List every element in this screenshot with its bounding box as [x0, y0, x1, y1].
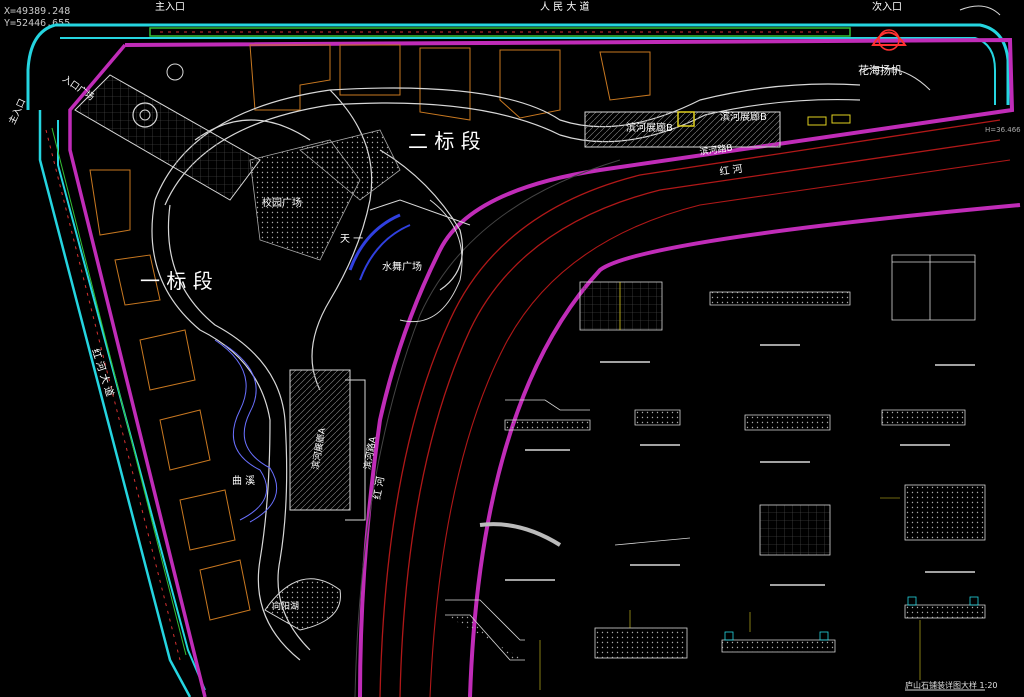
coordinate-x-readout: X=49389.248 [4, 6, 71, 17]
label-main-entrance-top: 主入口 [155, 1, 185, 13]
label-h-value: H=36.466 [985, 126, 1021, 134]
left-planting-strip [45, 127, 187, 661]
plan-labels: 主入口 人 民 大 道 次入口 主入口 入口广场 二 标 段 一 标 段 校园广… [6, 0, 1021, 612]
label-red-river-1: 红 河 [719, 162, 744, 178]
label-secondary-entrance: 次入口 [872, 0, 902, 13]
label-main-entrance-left: 主入口 [6, 97, 28, 127]
label-xiangyang: 向阳湖 [272, 600, 299, 612]
label-campus-square: 校园广场 [262, 196, 302, 209]
top-planting-strip [149, 27, 851, 37]
label-water-dance-square: 水舞广场 [382, 260, 422, 273]
label-tianyi: 天 一 [340, 234, 363, 245]
label-winding-stream: 曲 溪 [232, 475, 255, 487]
coordinate-y-readout: Y=52446.655 [4, 18, 71, 29]
gallery-b-blocks [584, 111, 851, 148]
label-gallery-b-2: 滨河展廊B [720, 110, 767, 123]
label-section-one: 一 标 段 [140, 269, 213, 293]
label-people-avenue: 人 民 大 道 [540, 0, 590, 13]
gallery-a-block [289, 369, 366, 521]
label-detail-caption: 庐山石铺装详图大样 1:20 [905, 680, 998, 690]
flower-sea-feature [859, 5, 1001, 91]
detail-drawings [445, 254, 986, 691]
south-round-plaza [264, 578, 341, 631]
detail-leaders [539, 497, 921, 690]
red-river [354, 119, 1011, 697]
label-gallery-b: 滨河展廊B [626, 121, 673, 134]
buildings [89, 44, 651, 621]
winding-stream [214, 339, 278, 523]
entrance-plaza [74, 63, 261, 201]
campus-square-plaza [249, 129, 401, 261]
label-red-river-2: 红 河 [370, 475, 387, 500]
water-dance-plaza [348, 199, 471, 323]
label-section-two: 二 标 段 [408, 129, 481, 153]
walkways [151, 83, 861, 661]
label-flower-sea: 花海扬帆 [858, 63, 902, 77]
